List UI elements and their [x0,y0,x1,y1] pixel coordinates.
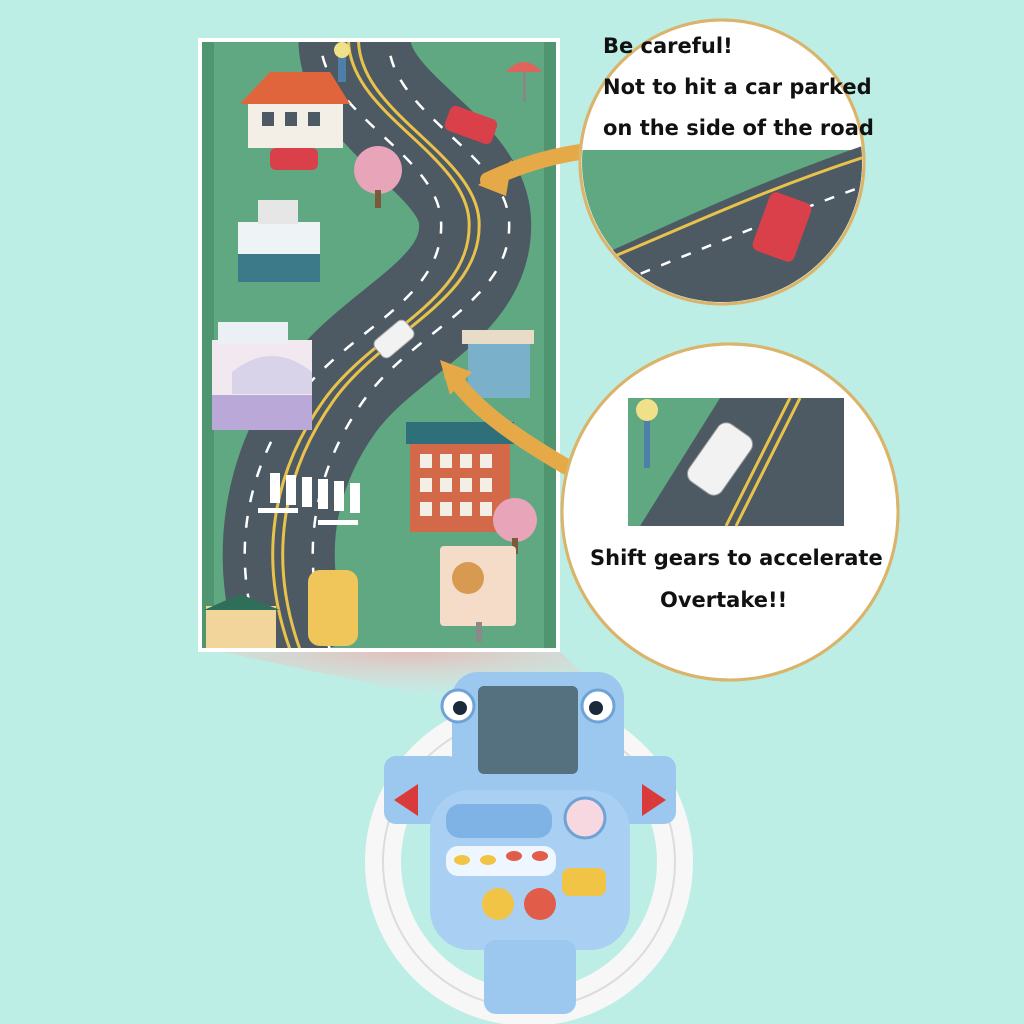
callout-top-line3: on the side of the road [603,116,874,140]
left-arrow-button [394,784,418,816]
right-arrow-button [642,784,666,816]
billboard-bear [440,546,516,642]
gear-shift-lever [562,868,606,896]
car-white [373,319,415,359]
house-bottom-left [204,594,280,648]
building-teal [238,200,320,282]
callout-bottom-line1: Shift gears to accelerate [590,546,883,570]
callout-top-line1: Be careful! [603,34,733,58]
steering-wheel-toy [365,672,693,1024]
car-yellow-player [308,570,358,646]
crosswalk [258,473,360,525]
parked-car-red-small [270,148,318,170]
road [222,42,532,648]
house-orange-roof [240,72,350,148]
callout-circle-bottom [560,342,900,682]
umbrella [506,62,542,102]
road-map [198,38,588,652]
arrow-lower [444,367,580,478]
tree-pink-1 [354,146,402,208]
shop-blue [462,330,534,398]
car-red-parked [444,105,498,145]
market-building [212,322,312,430]
callout-top-line2: Not to hit a car parked [603,75,872,99]
tree-pink-2 [493,498,537,554]
callout-bottom-line2: Overtake!! [660,588,788,612]
